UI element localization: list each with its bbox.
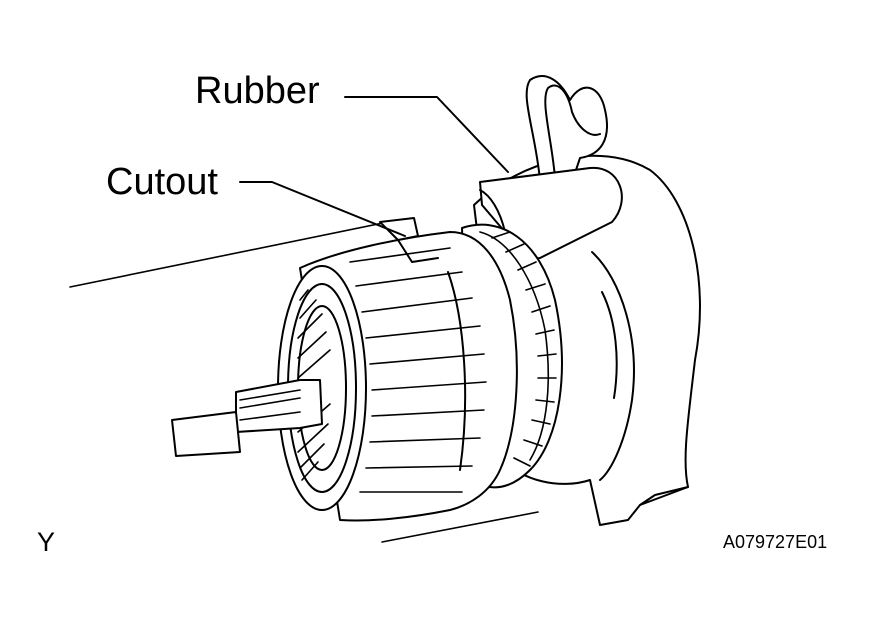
core-slots [349,247,487,493]
background-guide-lines [69,221,539,543]
rubber-label: Rubber [195,70,320,112]
view-label: Y [37,527,56,557]
cutout-leader-line [239,181,406,237]
rubber-leader-line [344,96,509,173]
figure-id: A079727E01 [723,532,828,552]
leader-lines [239,96,509,237]
cutout-notch [379,217,419,241]
armature-shaft [171,379,323,457]
cutout-label: Cutout [106,161,218,203]
core-front-face [277,265,367,511]
